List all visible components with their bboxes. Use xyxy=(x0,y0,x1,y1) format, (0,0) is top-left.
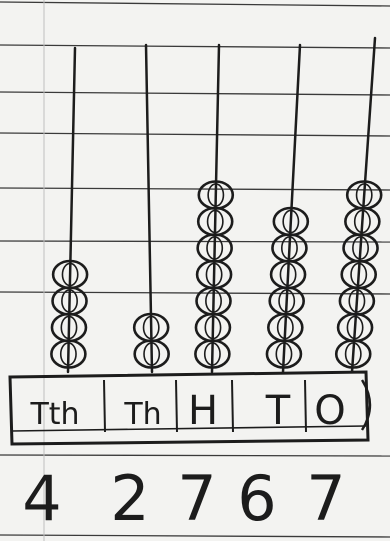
ruled-line xyxy=(0,535,390,537)
base-divider xyxy=(232,380,233,432)
digit-hundreds: 7 xyxy=(177,462,216,535)
ruled-line xyxy=(0,455,390,456)
base-divider xyxy=(176,380,177,432)
ruled-line xyxy=(0,188,390,190)
place-label-hundreds: H xyxy=(188,388,218,434)
ruled-line xyxy=(0,241,390,242)
base-divider xyxy=(305,380,306,432)
abacus-beads xyxy=(51,182,381,368)
ruled-line xyxy=(0,92,390,95)
digit-thousands: 2 xyxy=(110,462,149,535)
digit-ones: 7 xyxy=(306,462,345,535)
place-label-ones: O xyxy=(314,388,345,434)
digit-ten-thousands: 4 xyxy=(22,462,61,535)
abacus-rods xyxy=(68,38,375,372)
ruled-line xyxy=(0,2,390,6)
digit-tens: 6 xyxy=(237,462,276,535)
ruled-line xyxy=(0,133,390,136)
rod-thousands xyxy=(146,45,152,372)
place-label-thousands: Th xyxy=(123,397,161,432)
place-label-ten-thousands: Tth xyxy=(29,397,79,432)
ruled-line xyxy=(0,45,390,48)
rod-ten-thousands xyxy=(68,48,75,372)
place-label-tens: T xyxy=(265,388,291,434)
base-divider xyxy=(104,380,105,432)
